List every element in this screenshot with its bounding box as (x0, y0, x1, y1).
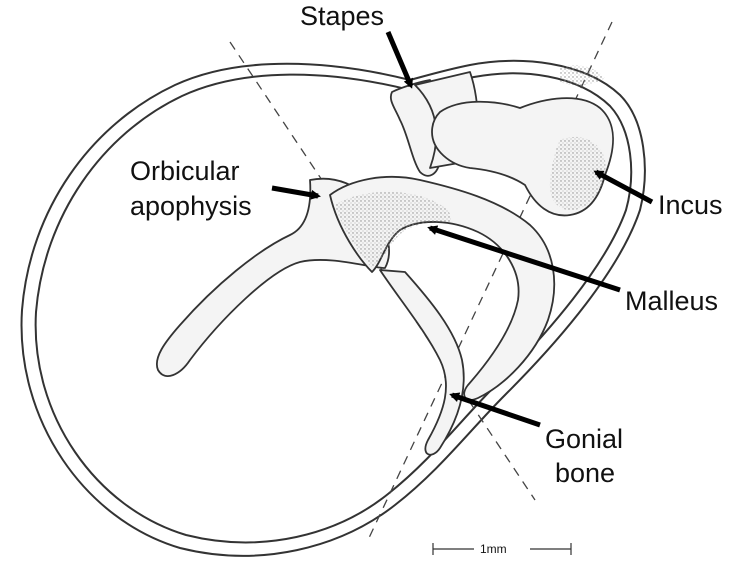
gonial-arrow (452, 395, 540, 425)
stapes-label: Stapes (300, 1, 384, 31)
scale-bar: 1mm (433, 542, 571, 556)
scale-bar-label: 1mm (480, 542, 507, 556)
incus-label: Incus (658, 190, 723, 220)
gonial-bone (380, 270, 464, 455)
orbicular-label-line1: Orbicular (130, 156, 240, 186)
orbicular-label-line2: apophysis (130, 191, 252, 221)
gonial-label-line2: bone (555, 458, 615, 488)
malleus-label: Malleus (625, 286, 718, 316)
gonial-label-line1: Gonial (545, 424, 623, 454)
